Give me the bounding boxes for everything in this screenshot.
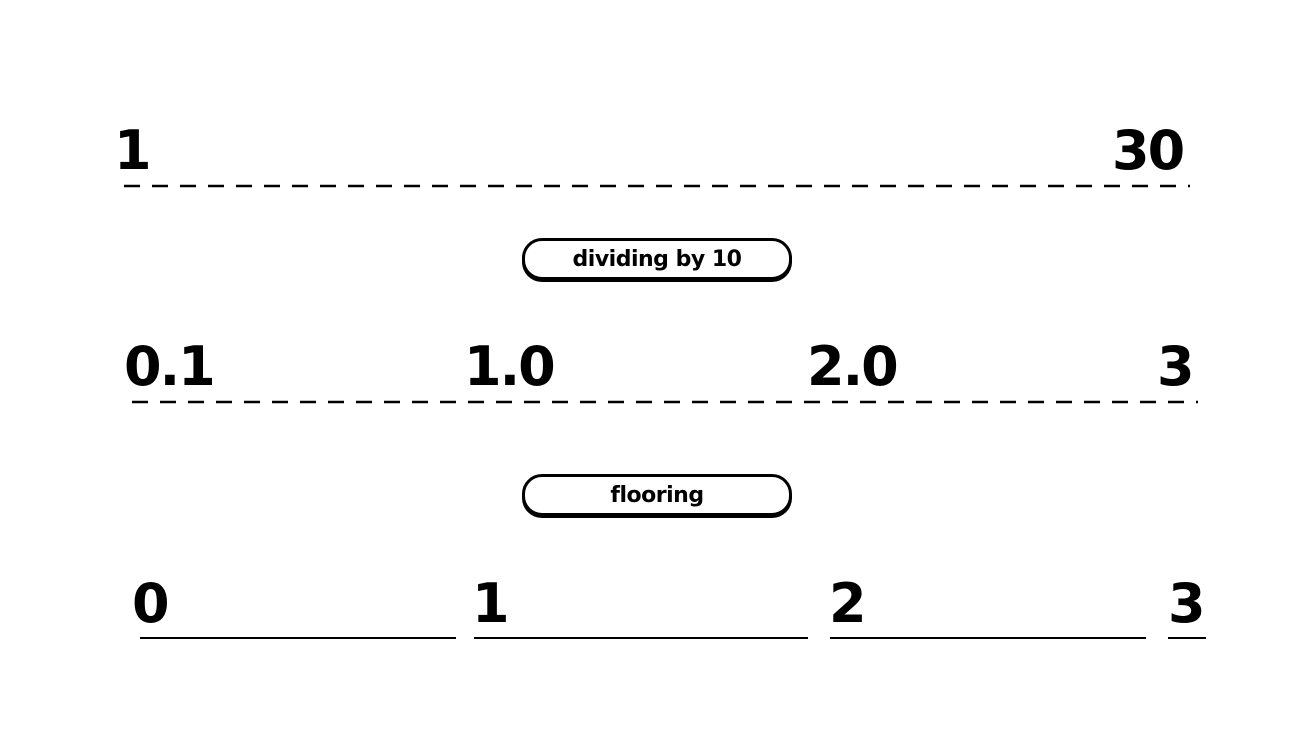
row3-value-2: 2 [829, 572, 867, 635]
row2-value-0: 0.1 [124, 335, 216, 398]
row2-dashed-line [132, 400, 1198, 404]
row1-start-label: 1 [114, 119, 152, 182]
row2-value-3: 3 [1157, 335, 1195, 398]
row2-value-1: 1.0 [464, 335, 556, 398]
dividing-by-10-pill: dividing by 10 [522, 238, 792, 280]
flooring-label: flooring [610, 482, 704, 508]
row3-segment-1 [474, 637, 808, 639]
row1-dashed-line [124, 184, 1190, 188]
row3-value-1: 1 [472, 572, 510, 635]
row3-value-3: 3 [1168, 572, 1206, 635]
row1-end-label: 30 [1112, 119, 1185, 182]
row3-segment-0 [140, 637, 456, 639]
row3-value-0: 0 [132, 572, 170, 635]
row3-segment-2 [830, 637, 1146, 639]
row2-value-2: 2.0 [807, 335, 899, 398]
flooring-pill: flooring [522, 474, 792, 516]
row3-segment-3 [1168, 637, 1206, 639]
dividing-by-10-label: dividing by 10 [572, 246, 742, 272]
